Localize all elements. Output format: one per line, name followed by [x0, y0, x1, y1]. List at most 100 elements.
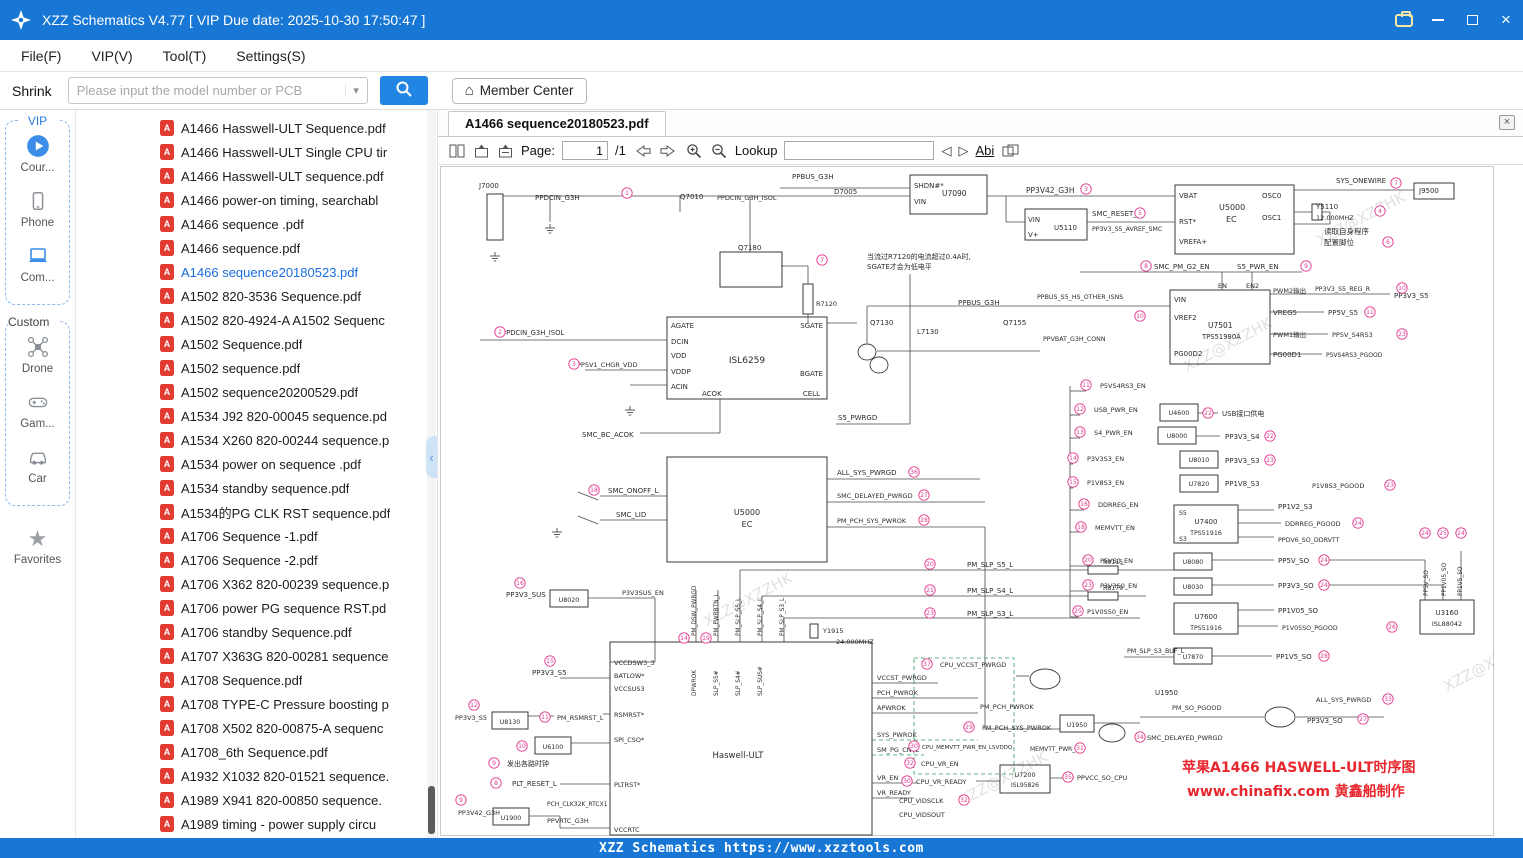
svg-text:VCCST_PWRGD: VCCST_PWRGD — [877, 674, 927, 682]
zoom-out-icon[interactable] — [710, 143, 728, 159]
close-document-icon[interactable]: × — [1499, 115, 1515, 130]
play-circle-icon — [25, 133, 51, 159]
scrollbar-thumb[interactable] — [428, 786, 435, 834]
svg-text:PCH_PWROK: PCH_PWROK — [877, 689, 919, 697]
sidebar-item-label: Cour... — [20, 162, 55, 174]
svg-text:PM_SLP_S3_L: PM_SLP_S3_L — [967, 610, 1013, 618]
search-input[interactable] — [68, 83, 345, 98]
svg-text:U6100: U6100 — [543, 744, 564, 751]
search-combobox[interactable]: ▾ — [67, 77, 368, 104]
file-name: A1534 standby sequence.pdf — [181, 480, 350, 496]
match-case-button[interactable]: Abi — [975, 143, 995, 158]
lookup-input[interactable] — [784, 141, 935, 160]
pdf-file-icon: A — [160, 480, 174, 496]
member-center-button[interactable]: ⌂ Member Center — [451, 77, 587, 104]
file-item[interactable]: A A1534 standby sequence.pdf — [76, 476, 437, 500]
home-icon: ⌂ — [464, 82, 474, 99]
svg-text:35: 35 — [1064, 774, 1072, 781]
svg-text:8: 8 — [1144, 263, 1148, 270]
pdf-file-icon: A — [160, 264, 174, 280]
sidebar-item-phone[interactable]: Phone — [6, 188, 69, 229]
file-name: A1502 820-3536 Sequence.pdf — [181, 288, 361, 304]
svg-text:CPU_VR_READY: CPU_VR_READY — [916, 778, 966, 786]
sidebar-item-game[interactable]: Gam... — [6, 389, 69, 430]
svg-text:15: 15 — [1069, 479, 1077, 486]
next-result-icon[interactable]: ▷ — [958, 142, 969, 158]
fit-page-icon[interactable] — [473, 144, 490, 158]
page-input[interactable] — [561, 141, 608, 160]
svg-text:24: 24 — [1320, 582, 1328, 589]
zoom-in-icon[interactable] — [685, 143, 703, 159]
vip-briefcase-icon[interactable] — [1387, 0, 1421, 40]
chevron-down-icon[interactable]: ▾ — [344, 84, 367, 97]
menu-item-vip[interactable]: VIP(V) — [91, 47, 133, 64]
previous-result-icon[interactable]: ◁ — [941, 142, 952, 158]
previous-page-icon[interactable] — [633, 144, 652, 157]
svg-text:配置脚位: 配置脚位 — [1324, 237, 1354, 247]
file-name: A1502 sequence.pdf — [181, 360, 301, 376]
two-page-view-icon[interactable] — [448, 144, 466, 158]
svg-text:Haswell-ULT: Haswell-ULT — [713, 751, 765, 761]
menu-item-tool[interactable]: Tool(T) — [162, 47, 207, 64]
search-button[interactable] — [379, 76, 428, 105]
svg-text:16: 16 — [1080, 501, 1088, 508]
menu-item-file[interactable]: File(F) — [21, 47, 62, 64]
document-tab[interactable]: A1466 sequence20180523.pdf — [448, 111, 666, 136]
sidebar-item-car[interactable]: Car — [6, 444, 69, 485]
sidebar-item-course[interactable]: Cour... — [6, 133, 69, 174]
sidebar-item-drone[interactable]: Drone — [6, 334, 69, 375]
search-icon — [395, 80, 413, 101]
panel-collapse-handle[interactable]: ‹ — [426, 436, 437, 478]
sidebar-item-favorites[interactable]: ★ Favorites — [0, 528, 75, 567]
schematic-svg: XZZ@XZZHKXZZ@XZZHKXZZ@XZZHKXZZ@XZZHKXZZ@… — [440, 166, 1494, 836]
svg-text:P5VS4RS3_EN: P5VS4RS3_EN — [1100, 382, 1146, 390]
shrink-button[interactable]: Shrink — [12, 82, 52, 99]
close-button[interactable]: × — [1489, 0, 1523, 40]
menu-item-settings[interactable]: Settings(S) — [236, 47, 306, 64]
sidebar-item-computer[interactable]: Com... — [6, 243, 69, 284]
svg-text:EN: EN — [1218, 282, 1227, 290]
pdf-file-icon: A — [160, 672, 174, 688]
briefcase-icon — [1395, 10, 1413, 27]
maximize-button[interactable] — [1455, 0, 1489, 40]
member-center-label: Member Center — [479, 83, 574, 98]
pdf-file-icon: A — [160, 696, 174, 712]
svg-text:24: 24 — [1421, 530, 1429, 537]
minimize-button[interactable] — [1421, 0, 1455, 40]
split-view-icon[interactable] — [1001, 144, 1020, 157]
svg-text:PP3V3_S5_REG_R: PP3V3_S5_REG_R — [1315, 286, 1371, 293]
file-name: A1466 sequence.pdf — [181, 240, 301, 256]
fit-width-icon[interactable] — [497, 144, 514, 158]
svg-text:PCH_CLK32K_RTCX1: PCH_CLK32K_RTCX1 — [547, 801, 608, 808]
next-page-icon[interactable] — [659, 144, 678, 157]
